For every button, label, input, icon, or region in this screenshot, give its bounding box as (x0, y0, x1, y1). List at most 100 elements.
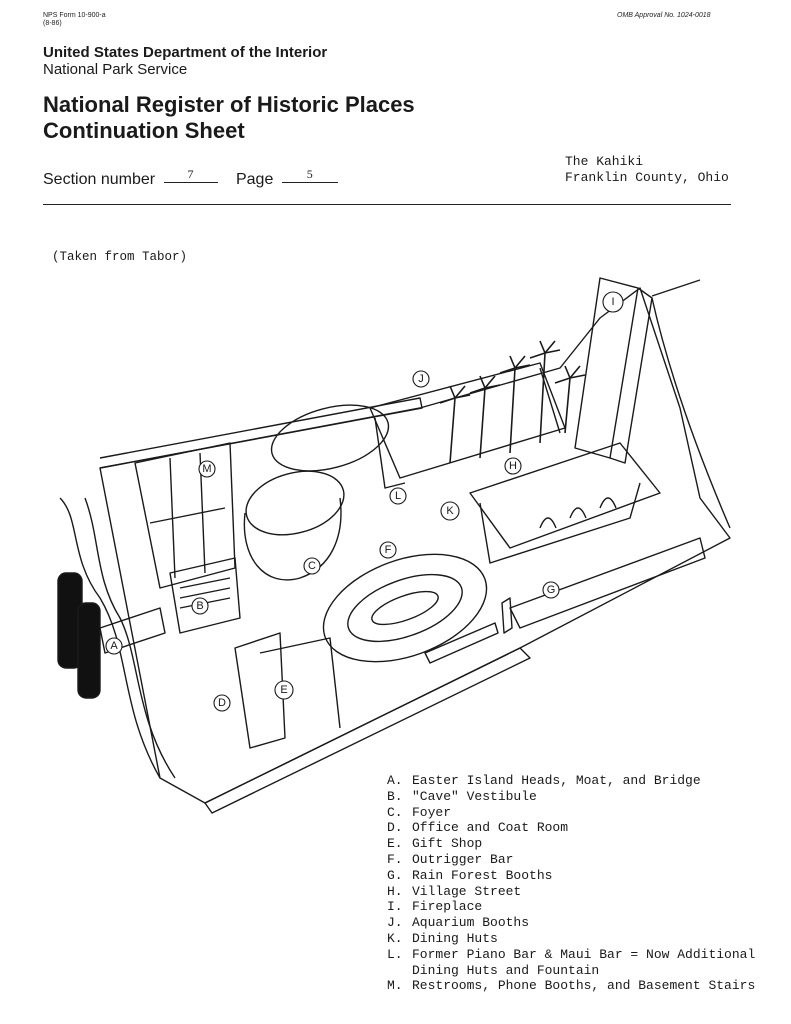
marker-d-circle (213, 694, 231, 712)
legend-key: C. (387, 804, 403, 820)
property-location: Franklin County, Ohio (565, 170, 729, 185)
legend-item: H. Village Street (387, 884, 755, 900)
legend-key: E. (387, 836, 403, 852)
location-markers (105, 291, 624, 712)
front-wall (204, 647, 531, 814)
thatched-dome (270, 404, 390, 472)
legend-text: Outrigger Bar (412, 851, 514, 867)
legend-text: "Cave" Vestibule (412, 788, 537, 804)
legend-key: K. (387, 930, 403, 946)
marker-b: B (196, 600, 203, 612)
legend-key: H. (387, 883, 403, 899)
easter-island-head-2 (77, 602, 101, 699)
moat (59, 497, 161, 779)
property-name: The Kahiki (565, 154, 644, 169)
section-number-value: 7 (163, 167, 218, 183)
legend-key: G. (387, 867, 403, 883)
foyer-dome (245, 470, 345, 536)
title-line-2: Continuation Sheet (43, 118, 245, 143)
marker-c: C (308, 560, 316, 572)
legend-key: I. (387, 899, 403, 915)
marker-j: J (418, 373, 424, 385)
marker-f: F (385, 544, 392, 556)
legend-item: L. Former Piano Bar & Maui Bar = Now Addi… (387, 947, 755, 979)
legend-item: G. Rain Forest Booths (387, 868, 755, 884)
legend-text: Rain Forest Booths (412, 867, 553, 883)
page-label: Page (235, 171, 274, 188)
floor-plan-illustration: A B C D E F G H I J K L M (57, 277, 731, 814)
marker-k: K (446, 505, 454, 517)
legend-key: F. (387, 851, 403, 867)
legend-key: B. (387, 788, 403, 804)
form-date: (8-86) (43, 20, 62, 27)
marker-j-circle (412, 370, 430, 388)
legend-text: Foyer (412, 804, 452, 820)
vestibule-box (169, 557, 241, 634)
marker-m: M (202, 463, 211, 475)
office-wall (234, 632, 286, 749)
source-note: (Taken from Tabor) (52, 250, 188, 264)
marker-d: D (218, 697, 226, 709)
marker-c-circle (303, 557, 321, 575)
legend-item: J. Aquarium Booths (387, 915, 755, 931)
marker-f-circle (379, 541, 397, 559)
legend-key: J. (387, 915, 403, 931)
legend-text: Dining Huts (412, 930, 498, 946)
bridge (99, 607, 166, 654)
marker-i-circle (602, 291, 624, 313)
legend-text: Village Street (412, 883, 522, 899)
restroom-block (134, 442, 236, 589)
legend-item: E. Gift Shop (387, 836, 755, 852)
section-label: Section number (43, 171, 156, 188)
legend-text: Former Piano Bar & Maui Bar = Now Additi… (412, 946, 756, 978)
marker-l-circle (389, 487, 407, 505)
legend-key: D. (387, 820, 403, 836)
legend-key: A. (387, 773, 403, 788)
dining-huts (469, 442, 661, 549)
legend-key: M. (387, 978, 403, 994)
legend-text: Office and Coat Room (412, 820, 569, 836)
legend-key: L. (387, 946, 403, 962)
legend-item: B. "Cave" Vestibule (387, 789, 755, 805)
marker-h: H (509, 460, 517, 472)
agency-name: National Park Service (43, 61, 188, 78)
rain-forest-booths (509, 537, 706, 629)
marker-g: G (547, 584, 556, 596)
property-info: The Kahiki Franklin County, Ohio (565, 154, 729, 186)
legend-item: F. Outrigger Bar (387, 852, 755, 868)
legend-item: K. Dining Huts (387, 931, 755, 947)
marker-m-circle (198, 460, 216, 478)
form-number: NPS Form 10-900-a (43, 12, 106, 19)
marker-b-circle (191, 597, 209, 615)
page-number-value: 5 (281, 167, 338, 183)
legend-list: A.Easter Island Heads, Moat, and Bridge … (387, 773, 755, 994)
back-wall (99, 397, 423, 469)
header-divider (43, 204, 731, 205)
marker-a: A (110, 640, 118, 652)
page-title: National Register of Historic Places Con… (43, 92, 415, 144)
gift-shop-wall (259, 637, 341, 729)
legend-item: A. Easter Island Heads, Moat, and Bridge (387, 773, 755, 789)
legend-text: Fireplace (412, 899, 483, 915)
title-line-1: National Register of Historic Places (43, 92, 415, 117)
section-page-row: Section number 7 Page 5 (43, 167, 338, 189)
legend-text: Gift Shop (412, 836, 483, 852)
outrigger-bar (322, 553, 488, 663)
palm-trees (439, 340, 586, 464)
marker-e: E (280, 684, 287, 696)
legend-text: Aquarium Booths (412, 915, 530, 931)
marker-l: L (395, 490, 401, 502)
marker-i: I (611, 296, 614, 308)
legend-text: Easter Island Heads, Moat, and Bridge (412, 773, 701, 788)
legend-item: C. Foyer (387, 805, 755, 821)
marker-k-circle (440, 501, 460, 521)
form-identifier: NPS Form 10-900-a (8-86) (43, 12, 106, 28)
marker-a-circle (105, 637, 123, 655)
marker-g-circle (542, 581, 560, 599)
omb-approval: OMB Approval No. 1024-0018 (617, 12, 711, 19)
legend-item: M. Restrooms, Phone Booths, and Basement … (387, 978, 755, 994)
legend-item: D. Office and Coat Room (387, 820, 755, 836)
building-outline (99, 287, 731, 804)
legend-text: Restrooms, Phone Booths, and Basement St… (412, 978, 756, 994)
aquarium-booths (369, 362, 566, 479)
